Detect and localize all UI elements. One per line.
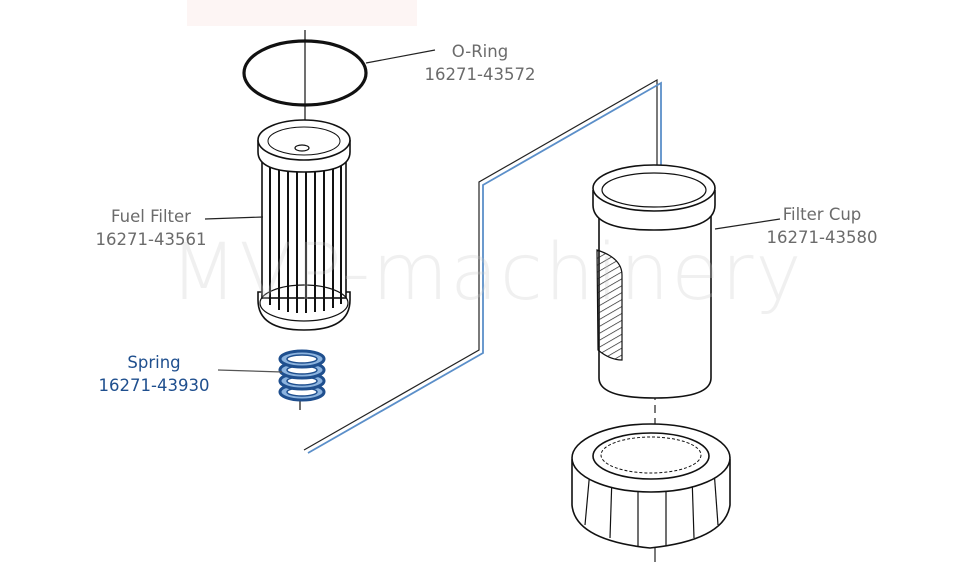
watermark: MVP-machinery <box>170 228 804 318</box>
part-label-o-ring: O-Ring 16271-43572 <box>420 40 540 86</box>
part-name: Fuel Filter <box>111 207 191 226</box>
part-label-fuel-filter: Fuel Filter 16271-43561 <box>90 205 212 251</box>
filter-cup-leader <box>714 218 781 230</box>
o-ring <box>242 39 368 107</box>
part-name: O-Ring <box>451 42 509 61</box>
spring <box>278 349 326 402</box>
part-label-spring: Spring 16271-43930 <box>93 351 215 397</box>
assembly-guide-line <box>303 78 662 454</box>
spring-leader <box>217 369 283 373</box>
top-banner-strip <box>187 0 417 26</box>
part-name: Filter Cup <box>782 205 862 224</box>
part-number: 16271-43580 <box>766 228 878 247</box>
fuel-filter <box>257 119 351 331</box>
ring-nut <box>571 423 731 549</box>
part-number: 16271-43930 <box>98 376 210 395</box>
part-label-filter-cup: Filter Cup 16271-43580 <box>760 203 884 249</box>
part-number: 16271-43572 <box>424 65 536 84</box>
fuel-filter-leader <box>204 216 264 220</box>
part-number: 16271-43561 <box>95 230 207 249</box>
part-name: Spring <box>127 353 181 372</box>
filter-cup <box>592 164 716 399</box>
o-ring-leader <box>365 49 436 64</box>
